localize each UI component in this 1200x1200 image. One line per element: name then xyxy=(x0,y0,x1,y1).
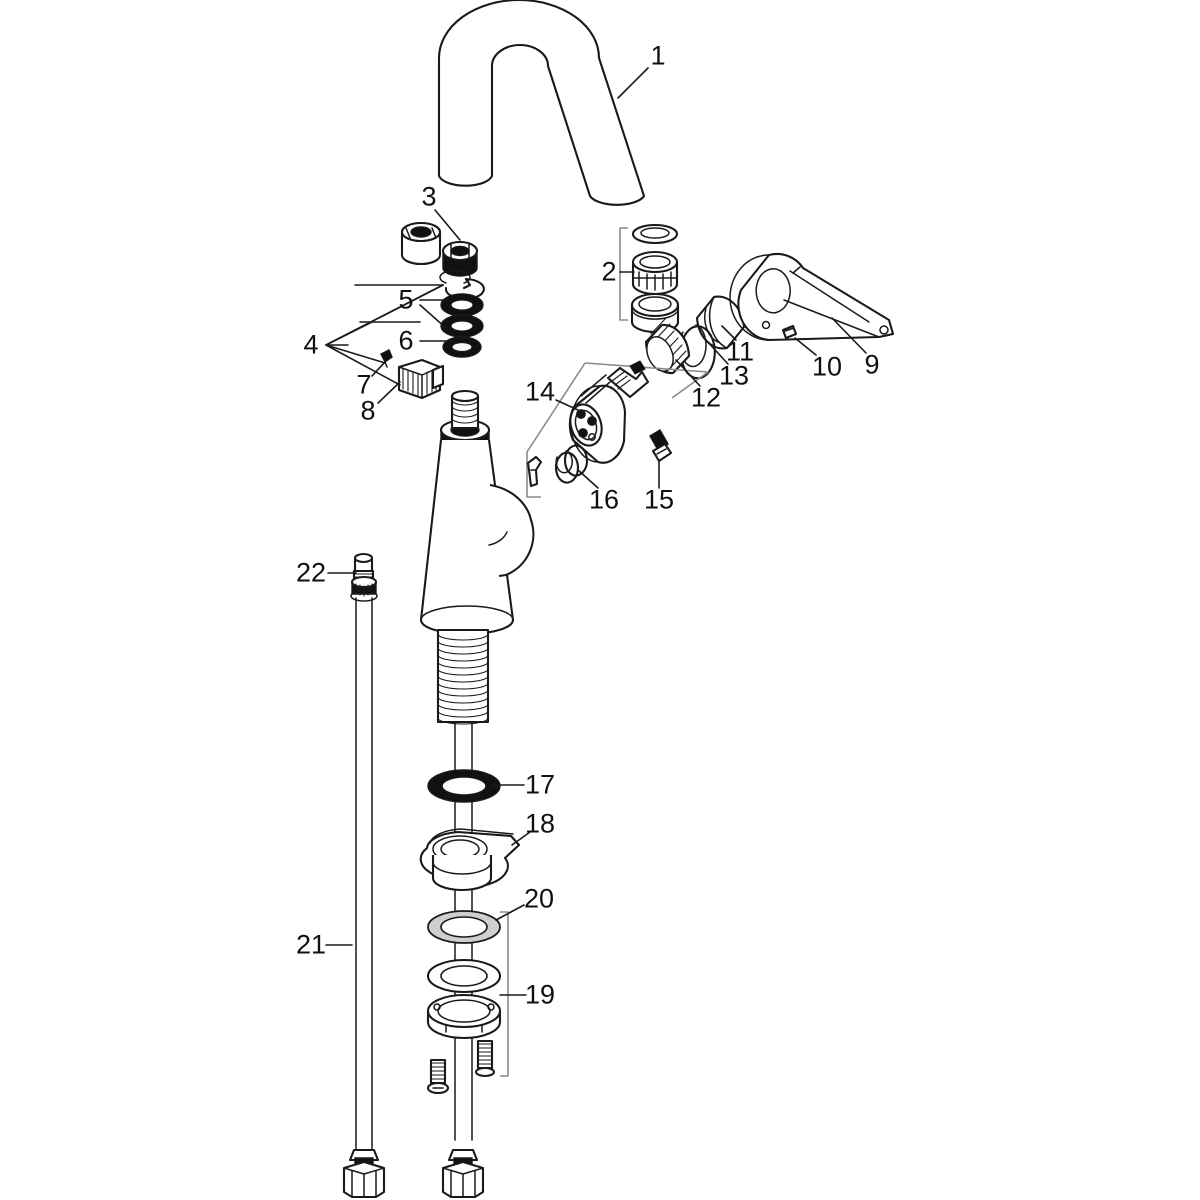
callout-cartridge-seals: 16 xyxy=(588,484,620,515)
part-cartridge-seals xyxy=(554,444,589,484)
leader-handle-grub-screw xyxy=(794,337,817,356)
callout-flexible-hose: 21 xyxy=(295,929,327,960)
part-flexible-hose-left xyxy=(342,552,386,1199)
callout-cartridge-screw: 15 xyxy=(643,484,675,515)
leader-spout-fixing-sleeve xyxy=(434,209,461,241)
leader-threaded-cap xyxy=(675,359,701,387)
callout-mounting-set: 19 xyxy=(524,979,556,1010)
part-handle-grub-screw xyxy=(781,324,798,340)
callout-handle-cover-ring: 11 xyxy=(725,336,755,367)
part-base-gasket xyxy=(419,828,521,892)
callout-o-ring-small: 6 xyxy=(398,325,414,356)
part-spout-fixing-sleeve xyxy=(400,221,479,277)
leader-cartridge-seals xyxy=(577,469,599,489)
callout-o-ring-large: 5 xyxy=(398,284,414,315)
callout-sealing-washer: 17 xyxy=(524,769,556,800)
part-threaded-cap xyxy=(644,317,691,375)
part-sealing-washer xyxy=(427,769,501,803)
part-flexible-hose-right xyxy=(441,1148,485,1199)
leader-o-ring-cap xyxy=(705,339,729,365)
callout-fibre-washer: 20 xyxy=(523,883,555,914)
part-mounting-set xyxy=(426,911,509,1095)
callout-o-ring-cap: 13 xyxy=(718,360,750,391)
leader-handle-cover-ring xyxy=(721,325,737,341)
callout-hose-connector: 22 xyxy=(295,557,327,588)
callout-clamping-nut: 8 xyxy=(360,395,376,426)
part-spout-tube xyxy=(437,0,646,206)
leader-spout-tube xyxy=(617,67,649,99)
callout-seal-kit: 4 xyxy=(303,329,319,360)
callout-spout-fixing-sleeve: 3 xyxy=(421,181,437,212)
part-o-ring-small-6 xyxy=(442,336,482,358)
part-cartridge xyxy=(526,360,709,498)
part-mixer-body xyxy=(419,389,535,1141)
callout-lever-handle: 9 xyxy=(864,349,880,380)
part-clamping-nut xyxy=(397,358,445,400)
callout-spout-tube: 1 xyxy=(650,40,666,71)
leader-base-gasket xyxy=(511,831,531,846)
callout-leader-lines xyxy=(325,67,867,996)
callout-base-gasket: 18 xyxy=(524,808,556,839)
leader-clamping-nut xyxy=(377,381,401,404)
part-aerator-assembly xyxy=(619,223,680,334)
part-o-ring-5a xyxy=(440,293,484,317)
part-bent-fitting xyxy=(526,455,543,488)
part-cartridge-screw xyxy=(649,429,673,463)
bracket-seal-kit xyxy=(325,284,444,386)
callout-aerator-assembly: 2 xyxy=(601,256,617,287)
part-lever-handle xyxy=(729,252,895,342)
part-retaining-clip xyxy=(439,269,485,301)
leader-cartridge xyxy=(555,399,579,411)
callout-threaded-cap: 12 xyxy=(690,382,722,413)
part-o-ring-5b xyxy=(440,314,484,338)
leader-set-screw xyxy=(371,361,386,377)
part-fibre-washer xyxy=(427,910,501,944)
leader-lever-handle xyxy=(831,317,867,354)
leader-fibre-washer xyxy=(495,904,525,921)
leader-5-secondary xyxy=(419,304,447,329)
callout-cartridge: 14 xyxy=(524,376,556,407)
callout-handle-grub-screw: 10 xyxy=(811,351,843,382)
callout-set-screw: 7 xyxy=(356,369,372,400)
